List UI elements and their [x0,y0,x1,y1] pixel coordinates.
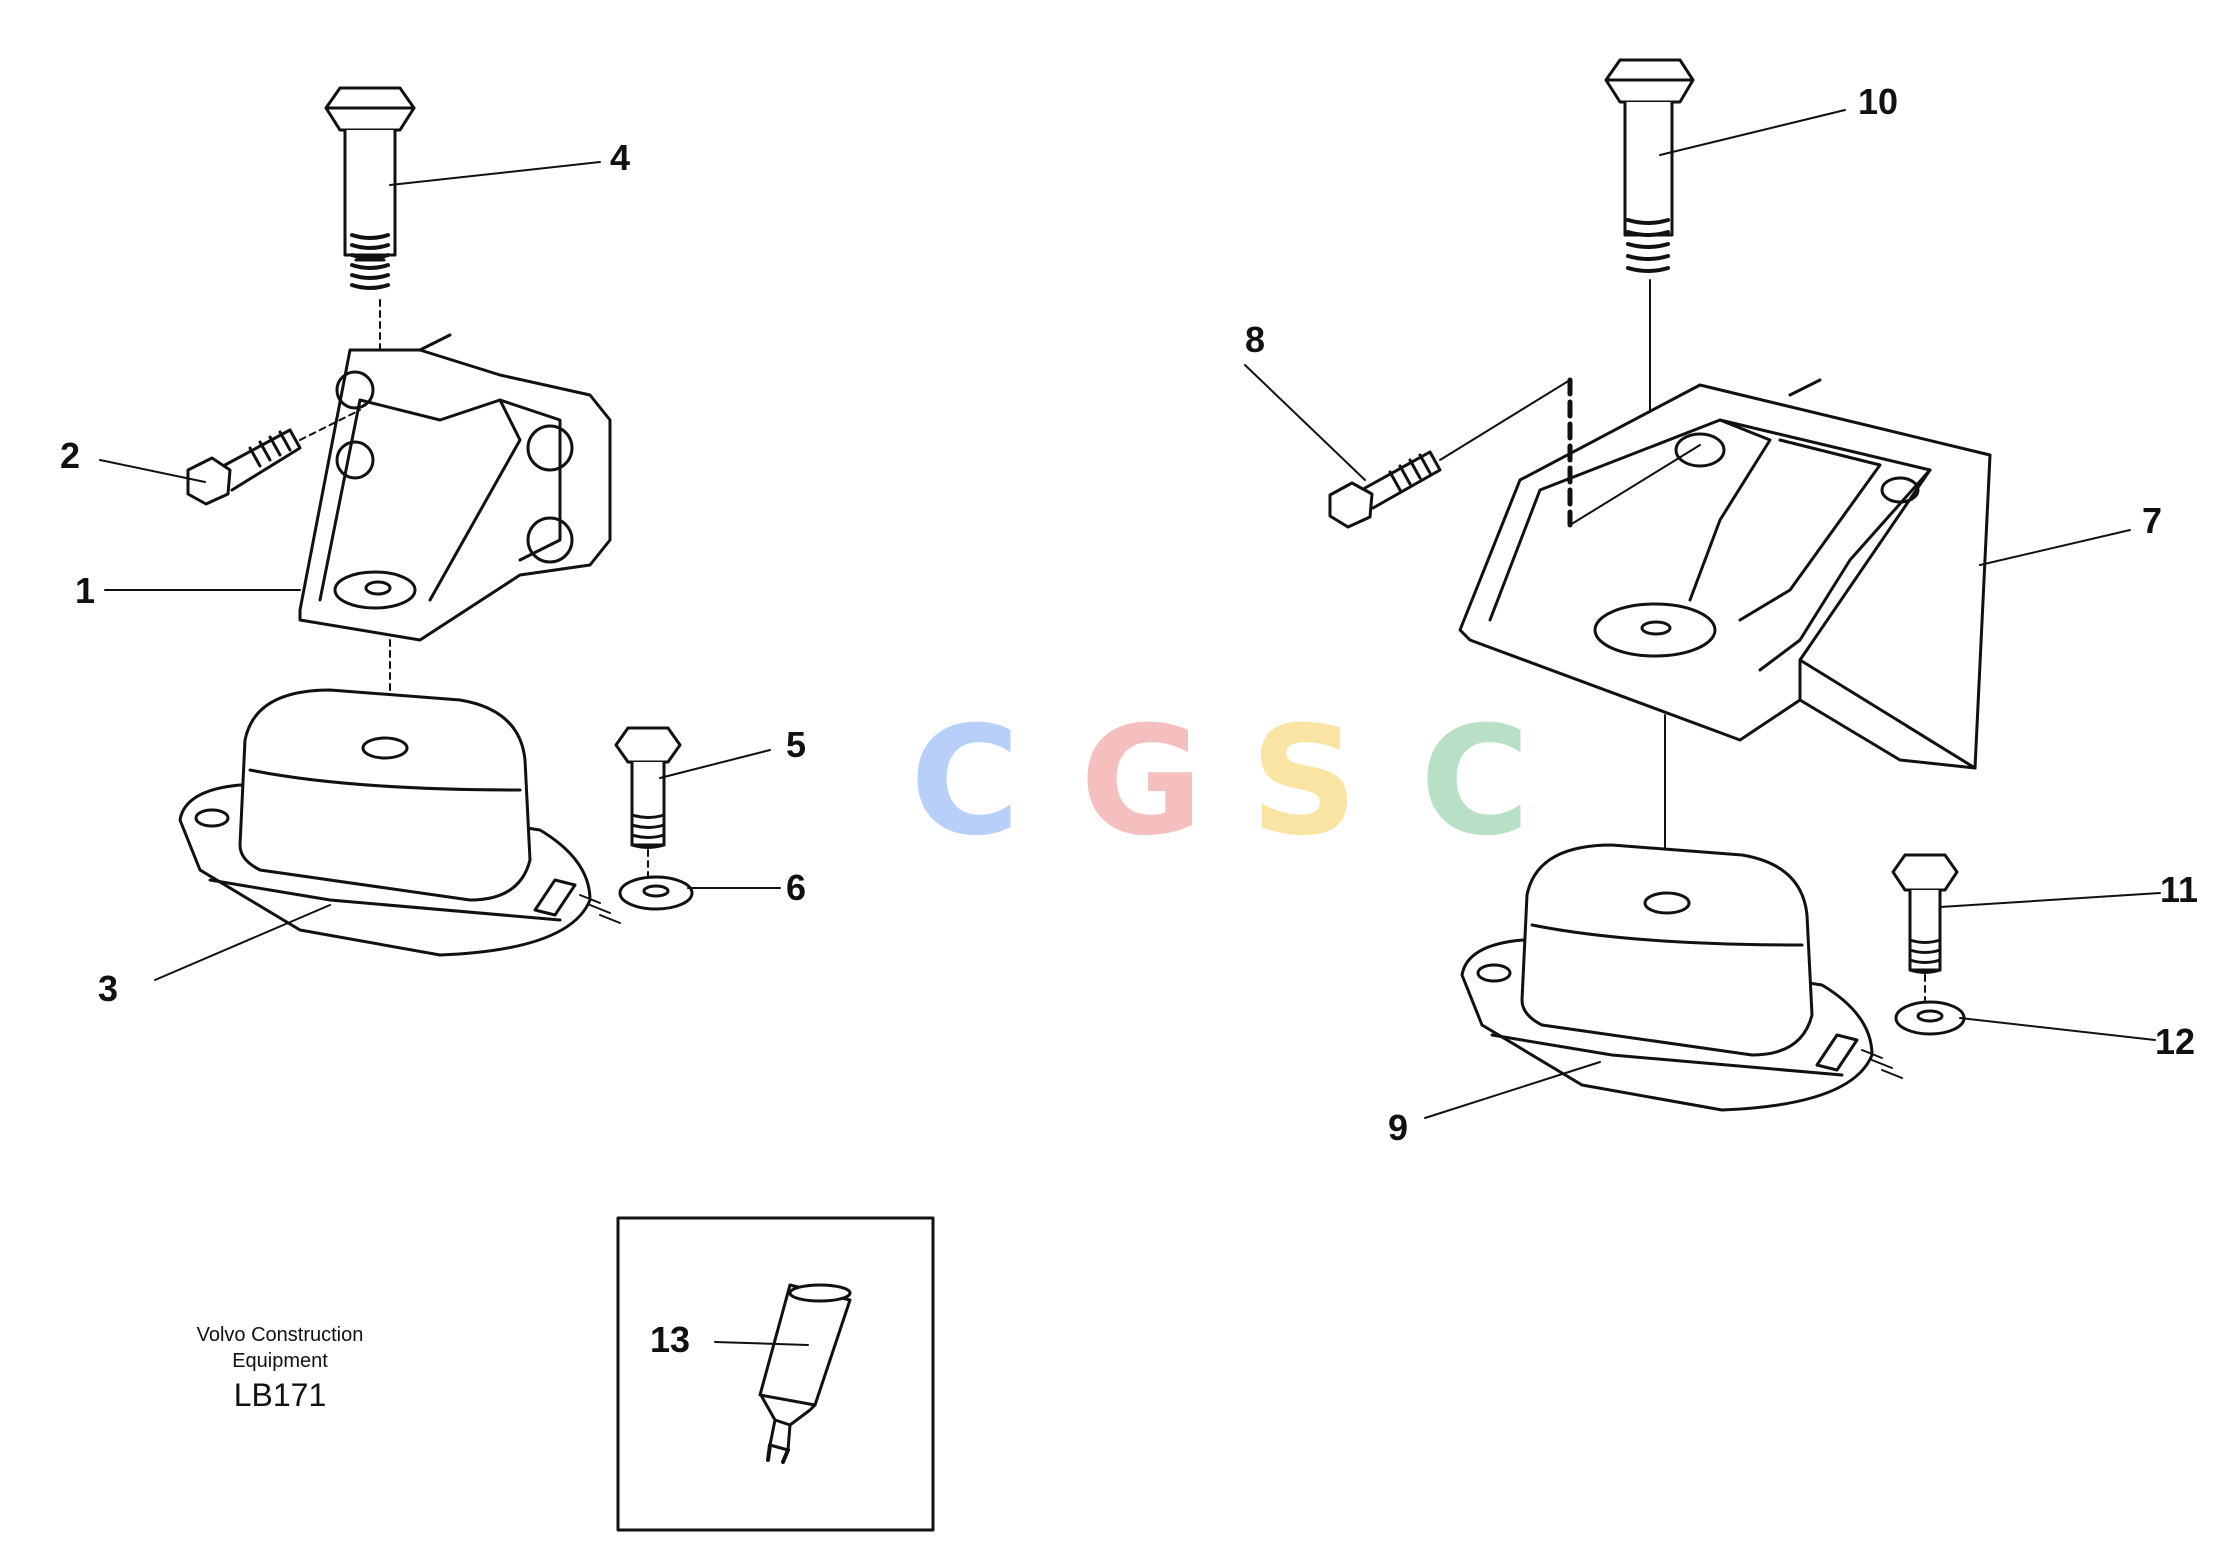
bolt-10-drawing [1604,58,1695,626]
inset-box-13 [616,1216,935,1532]
washer-6-drawing [618,875,694,911]
callout-12: 12 [2155,1021,2195,1062]
caption-block: Volvo Construction Equipment LB171 [150,1322,410,1414]
mount-3-drawing [178,688,621,957]
callout-3: 3 [98,968,118,1009]
bracket-1-drawing [298,333,612,701]
bracket-7-drawing [1458,378,1992,901]
bolt-11-drawing [1891,853,1959,1001]
screw-2-drawing [186,409,361,506]
sealant-tube-13-drawing [758,1283,852,1464]
callout-10: 10 [1858,81,1898,122]
callout-2: 2 [60,435,80,476]
screw-8-drawing [1328,377,1701,529]
callout-11: 11 [2160,869,2198,910]
caption-company-line1: Volvo Construction [196,1324,364,1346]
callout-7: 7 [2142,500,2162,541]
callout-5: 5 [786,724,806,765]
watermark-letter: C [1420,695,1530,869]
callout-8: 8 [1245,319,1265,360]
washer-12-drawing [1894,1000,1966,1036]
callout-labels: 1 2 3 4 5 6 7 8 9 10 11 12 13 [60,81,2198,1360]
caption-company-line2: Equipment [232,1350,328,1372]
callout-9: 9 [1388,1107,1408,1148]
callout-4: 4 [610,137,630,178]
watermark-letter: C [910,695,1020,869]
mount-9-drawing [1460,843,1903,1112]
watermark-letter: G [1080,695,1203,869]
bolt-5-drawing [614,726,682,881]
leader-lines [99,109,2161,1346]
caption-diagram-code: LB171 [233,1377,327,1413]
callout-13: 13 [650,1319,690,1360]
callout-6: 6 [786,867,806,908]
watermark-letter: S [1250,695,1358,869]
callout-1: 1 [75,570,95,611]
